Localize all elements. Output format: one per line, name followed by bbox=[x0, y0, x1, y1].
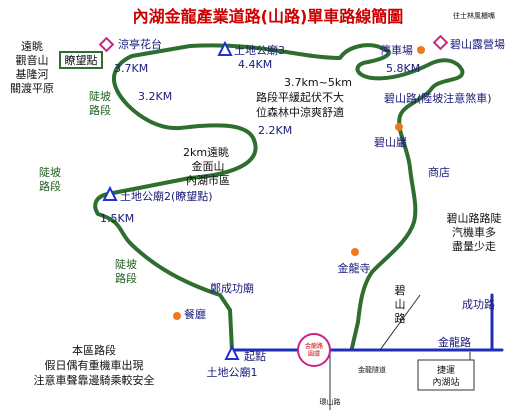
tiaowang-label: 瞭望點 bbox=[65, 54, 98, 67]
biyan-rd-char-1: 碧 bbox=[395, 284, 406, 297]
mid-view-note: 2km遠眺 金面山 內湖市區 bbox=[183, 146, 230, 187]
start-label: 起點 bbox=[244, 350, 266, 363]
roundabout-label-1: 金龍路 bbox=[305, 342, 323, 350]
temple3-label: 土地公廟3 bbox=[234, 43, 285, 57]
zheng-temple-label: 鄭成功廟 bbox=[210, 281, 254, 295]
slope2-label-2: 路段 bbox=[39, 179, 61, 193]
trail-desc-line-3: 位森林中涼爽舒適 bbox=[256, 105, 344, 119]
tiaowang-box bbox=[59, 51, 103, 69]
jinlong-temple-marker-icon bbox=[351, 248, 359, 256]
parking-label: 停車場 bbox=[380, 43, 413, 57]
mrt-station-box bbox=[417, 359, 475, 391]
road-network bbox=[230, 293, 504, 352]
distance-1-5km: 1.5KM bbox=[100, 212, 134, 225]
mid-view-line-3: 內湖市區 bbox=[186, 173, 230, 187]
jinlong-road-label: 金龍路 bbox=[438, 335, 471, 349]
safety-line-1: 本區路段 bbox=[72, 343, 116, 357]
camp-diamond-icon bbox=[432, 34, 449, 51]
shop-label: 商店 bbox=[428, 165, 450, 179]
slope3-label-1: 陡坡 bbox=[115, 258, 137, 271]
mid-view-line-2: 金面山 bbox=[192, 159, 225, 173]
roundabout-marker bbox=[297, 333, 331, 367]
mrt-label-2: 內湖站 bbox=[432, 376, 459, 388]
biyan-temple-marker-icon bbox=[395, 123, 403, 131]
distance-3-7km: 3.7KM bbox=[114, 62, 148, 75]
mid-view-line-1: 2km遠眺 bbox=[183, 146, 229, 159]
temple1-triangle-icon bbox=[224, 344, 240, 360]
biyan-road-warning-label: 碧山路(陸坡注意煞車) bbox=[384, 91, 492, 105]
distance-2-2km: 2.2KM bbox=[258, 124, 292, 137]
huanshan-road-label: 環山路 bbox=[320, 397, 341, 406]
note-left-line-2: 觀音山 bbox=[16, 53, 49, 67]
left-top-note: 遠眺 觀音山 基隆河 關渡平原 bbox=[10, 40, 54, 95]
distance-4-4km: 4.4KM bbox=[238, 58, 272, 71]
distance-5-8km: 5.8KM bbox=[386, 62, 420, 75]
safety-line-2: 假日偶有重機車出現 bbox=[45, 358, 144, 372]
slope2-label-1: 陡坡 bbox=[39, 166, 61, 179]
temple1-label: 土地公廟1 bbox=[207, 365, 258, 379]
biyan-note-line-3: 盡量少走 bbox=[452, 239, 496, 253]
wanghong-label: 往士林風櫃嘴 bbox=[453, 11, 495, 20]
trail-desc-line-1: 3.7km~5km bbox=[284, 76, 352, 89]
poi-markers bbox=[173, 46, 425, 320]
bottom-safety-note: 本區路段 假日偶有重機車出現 注意車聲靠邊騎乘較安全 bbox=[34, 343, 155, 387]
temple2-label: 土地公廟2(瞭望點) bbox=[120, 189, 213, 203]
note-left-line-1: 遠眺 bbox=[21, 40, 43, 53]
note-left-line-3: 基隆河 bbox=[16, 67, 49, 81]
trail-desc-note: 3.7km~5km 路段平緩起伏不大 位森林中涼爽舒適 bbox=[256, 76, 352, 119]
temple2-triangle-icon bbox=[102, 185, 118, 201]
slope1-label-1: 陡坡 bbox=[89, 90, 111, 103]
biyan-road-line bbox=[379, 294, 421, 351]
map-title: 內湖金龍產業道路(山路)單車路線簡圖 bbox=[133, 7, 404, 26]
parking-marker-icon bbox=[417, 46, 425, 54]
jinlong-tunnel-label: 金龍隧道 bbox=[358, 365, 386, 374]
biyan-road-note: 碧山路路陡 汽機車多 盡量少走 bbox=[447, 212, 502, 253]
chenggong-road-label: 成功路 bbox=[462, 298, 495, 311]
jinlong-temple-label: 金龍寺 bbox=[338, 261, 371, 275]
biyan-rd-char-3: 路 bbox=[395, 312, 406, 325]
biyan-note-line-2: 汽機車多 bbox=[452, 225, 496, 239]
slope3-label-2: 路段 bbox=[115, 271, 137, 285]
liangting-diamond-icon bbox=[98, 36, 115, 53]
temple3-triangle-icon bbox=[217, 40, 233, 56]
trail-desc-line-2: 路段平緩起伏不大 bbox=[256, 90, 344, 104]
camp-label: 碧山露營場 bbox=[450, 38, 505, 51]
biyan-note-line-1: 碧山路路陡 bbox=[447, 212, 502, 225]
distance-3-2km: 3.2KM bbox=[138, 90, 172, 103]
biyan-rd-char-2: 山 bbox=[395, 298, 406, 311]
note-left-line-4: 關渡平原 bbox=[10, 81, 54, 95]
restaurant-marker-icon bbox=[173, 312, 181, 320]
restaurant-label: 餐廳 bbox=[184, 307, 206, 321]
safety-line-3: 注意車聲靠邊騎乘較安全 bbox=[34, 373, 155, 387]
roundabout-label-2: 圓環 bbox=[308, 351, 320, 358]
liangting-label: 涼亭花台 bbox=[118, 37, 162, 51]
biyan-temple-label: 碧山巖 bbox=[374, 135, 407, 149]
slope1-label-2: 路段 bbox=[89, 103, 111, 117]
mrt-label-1: 捷運 bbox=[437, 364, 455, 376]
